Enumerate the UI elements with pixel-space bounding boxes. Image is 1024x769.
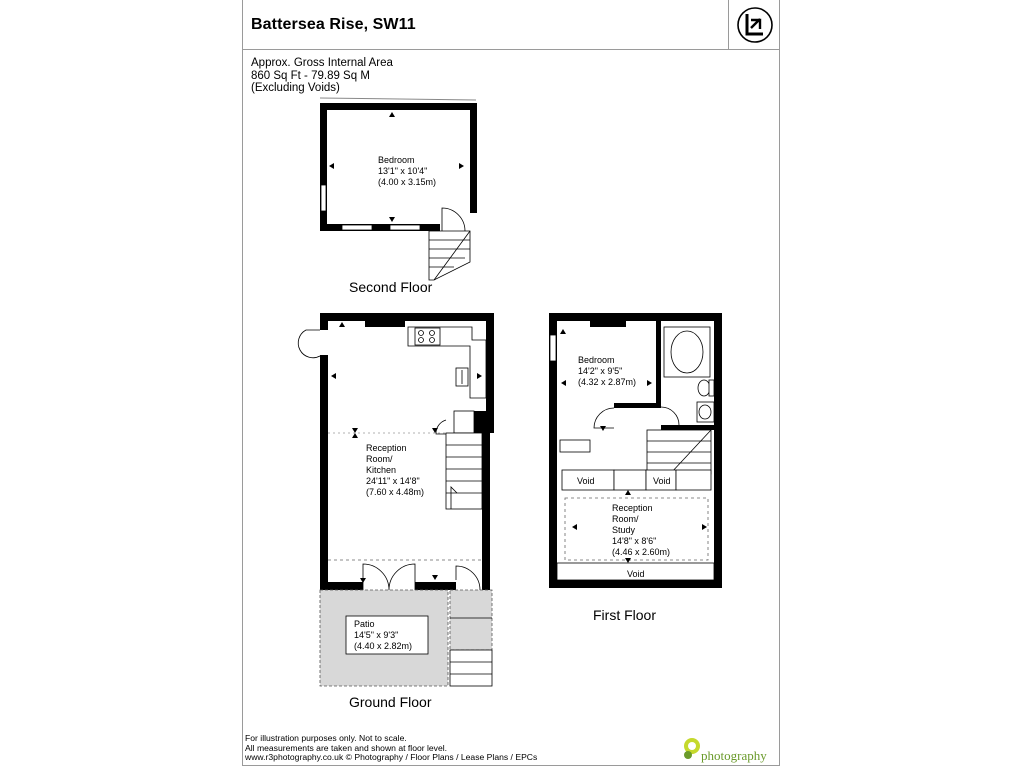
void-label: Void <box>627 569 645 579</box>
beam <box>365 321 405 327</box>
ground-floor-plan: Reception Room/ Kitchen 24'11" x 14'8" (… <box>297 313 494 710</box>
room-name-line: Reception <box>612 503 653 513</box>
toilet <box>697 379 715 397</box>
entrance-path <box>449 589 493 651</box>
kitchen-counter <box>407 326 487 399</box>
compass-box <box>728 0 780 50</box>
void-bottom <box>556 562 715 581</box>
door-swing <box>441 207 466 232</box>
wall <box>320 103 327 231</box>
room-size-imperial: 14'5" x 9'3" <box>354 630 398 640</box>
wall <box>549 580 722 588</box>
wall <box>320 224 440 231</box>
north-arrow-icon <box>737 7 773 43</box>
wall <box>320 103 477 110</box>
wall <box>482 433 490 590</box>
door-opening <box>318 330 328 355</box>
roof-line <box>319 97 477 101</box>
wall <box>656 321 661 407</box>
wall <box>661 425 714 430</box>
r3-photography-logo: photography <box>680 736 780 764</box>
room-size-imperial: 14'8" x 8'6" <box>612 536 656 546</box>
bathtub <box>663 326 711 378</box>
area-value: 860 Sq Ft - 79.89 Sq M <box>251 69 370 82</box>
door-swing <box>297 329 321 359</box>
floor-label: Ground Floor <box>349 694 432 710</box>
room-name-line: Study <box>612 525 636 535</box>
area-note: (Excluding Voids) <box>251 82 340 94</box>
room-size-metric: (4.00 x 3.15m) <box>378 177 436 187</box>
disclaimer-line: All measurements are taken and shown at … <box>245 742 448 753</box>
door-swing <box>593 407 615 429</box>
wall <box>614 403 661 408</box>
wall <box>486 313 494 411</box>
logo-text: photography <box>701 748 767 763</box>
wall <box>474 411 494 433</box>
door-swing <box>660 406 680 426</box>
wall <box>470 103 477 213</box>
wall <box>549 313 722 321</box>
room-name: Bedroom <box>378 155 415 165</box>
footer-disclaimer: For illustration purposes only. Not to s… <box>245 733 538 763</box>
study-boundary <box>564 497 709 561</box>
stairs <box>445 432 483 510</box>
wall <box>320 313 328 590</box>
disclaimer-line: For illustration purposes only. Not to s… <box>245 733 407 743</box>
dimension-markers <box>560 329 707 563</box>
room-size-metric: (4.32 x 2.87m) <box>578 377 636 387</box>
beam <box>590 321 626 327</box>
void-label: Void <box>577 476 595 486</box>
room-name-line: Reception <box>366 443 407 453</box>
room-size-imperial: 14'2" x 9'5" <box>578 366 622 376</box>
stairs <box>559 429 712 475</box>
room-size-metric: (4.40 x 2.82m) <box>354 641 412 651</box>
patio-label-box <box>345 615 429 655</box>
void-label: Void <box>653 476 671 486</box>
second-floor-plan: Bedroom 13'1" x 10'4" (4.00 x 3.15m) Sec… <box>319 97 477 295</box>
header-bar: Battersea Rise, SW11 <box>242 0 780 50</box>
window <box>549 334 557 362</box>
room-size-imperial: 24'11" x 14'8" <box>366 476 420 486</box>
window <box>389 224 421 231</box>
floor-label: First Floor <box>593 607 656 623</box>
door-swing <box>435 419 447 435</box>
cupboard <box>453 410 475 434</box>
room-size-metric: (7.60 x 4.48m) <box>366 487 424 497</box>
basin <box>696 401 715 423</box>
room-size-metric: (4.46 x 2.60m) <box>612 547 670 557</box>
room-name-line: Room/ <box>612 514 639 524</box>
page-title: Battersea Rise, SW11 <box>251 16 416 33</box>
door-swing <box>455 565 481 591</box>
plan-sheet <box>242 0 780 766</box>
room-name: Patio <box>354 619 375 629</box>
room-name: Bedroom <box>578 355 615 365</box>
website-line[interactable]: www.r3photography.co.uk © Photography / … <box>245 752 538 763</box>
floor-label: Second Floor <box>349 279 433 295</box>
room-name-line: Kitchen <box>366 465 396 475</box>
first-floor-plan: Bedroom 14'2" x 9'5" (4.32 x 2.87m) Void… <box>549 313 722 623</box>
area-heading: Approx. Gross Internal Area <box>251 57 393 69</box>
wall <box>320 313 494 321</box>
window <box>320 184 327 212</box>
stairs <box>428 230 471 281</box>
french-door-swing <box>362 563 416 591</box>
area-summary: Approx. Gross Internal Area 860 Sq Ft - … <box>251 57 393 95</box>
dimension-markers <box>329 112 464 222</box>
outside-steps <box>449 617 493 687</box>
wall <box>549 313 557 588</box>
dimension-markers <box>331 322 482 583</box>
room-size-imperial: 13'1" x 10'4" <box>378 166 427 176</box>
entrance-opening <box>456 580 482 592</box>
logo-mark-icon: photography <box>684 738 767 763</box>
room-name-line: Room/ <box>366 454 393 464</box>
window <box>341 224 373 231</box>
wall <box>714 313 722 588</box>
void-strip <box>561 469 712 491</box>
